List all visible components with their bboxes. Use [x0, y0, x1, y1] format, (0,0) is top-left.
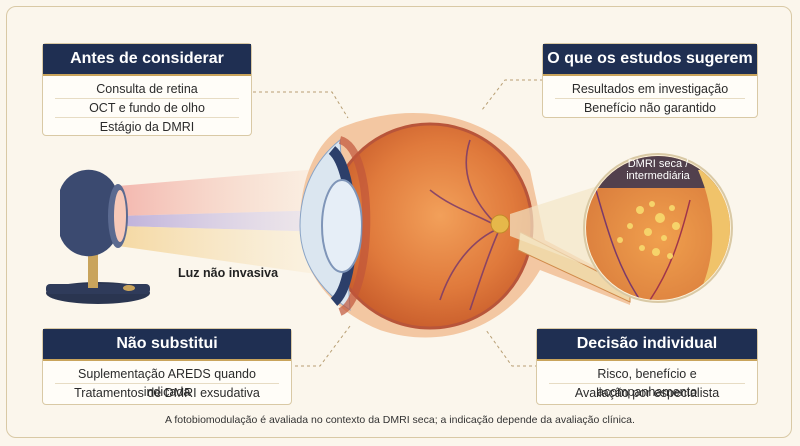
zoom-label-line-2: intermediária	[626, 170, 690, 182]
list-item: Estágio da DMRI	[99, 120, 195, 134]
card-title: Decisão individual	[537, 329, 757, 361]
card-studies-suggest: O que os estudos sugerem Resultados em i…	[542, 43, 758, 118]
list-item: Tratamentos de DMRI exsudativa	[74, 386, 260, 400]
card-does-not-replace: Não substitui Suplementação AREDS quando…	[42, 328, 292, 405]
list-item: Resultados em investigação	[555, 80, 745, 99]
zoom-label-line-1: DMRI seca /	[627, 158, 689, 170]
light-label: Luz não invasiva	[178, 266, 279, 280]
list-item: Risco, benefício e acompanhamento	[549, 365, 745, 399]
card-title: O que os estudos sugerem	[543, 44, 757, 76]
card-connectors	[253, 79, 543, 367]
list-item: Benefício não garantido	[583, 101, 717, 115]
list-item: Consulta de retina	[55, 80, 239, 99]
list-item: Suplementação AREDS quando indicada	[55, 365, 279, 399]
zoom-connector	[510, 184, 604, 272]
card-title: Não substitui	[43, 329, 291, 361]
card-title: Antes de considerar	[43, 44, 251, 76]
card-before-considering: Antes de considerar Consulta de retina O…	[42, 43, 252, 136]
zoom-label: DMRI seca / intermediária	[608, 158, 708, 182]
light-device-icon	[46, 169, 150, 304]
macula-zoom	[583, 153, 733, 303]
card-individual-decision: Decisão individual Risco, benefício e ac…	[536, 328, 758, 405]
list-item: Avaliação por especialista	[574, 386, 720, 400]
list-item: OCT e fundo de olho	[55, 99, 239, 118]
footer-note: A fotobiomodulação é avaliada no context…	[165, 414, 635, 426]
outer-frame	[6, 6, 792, 438]
